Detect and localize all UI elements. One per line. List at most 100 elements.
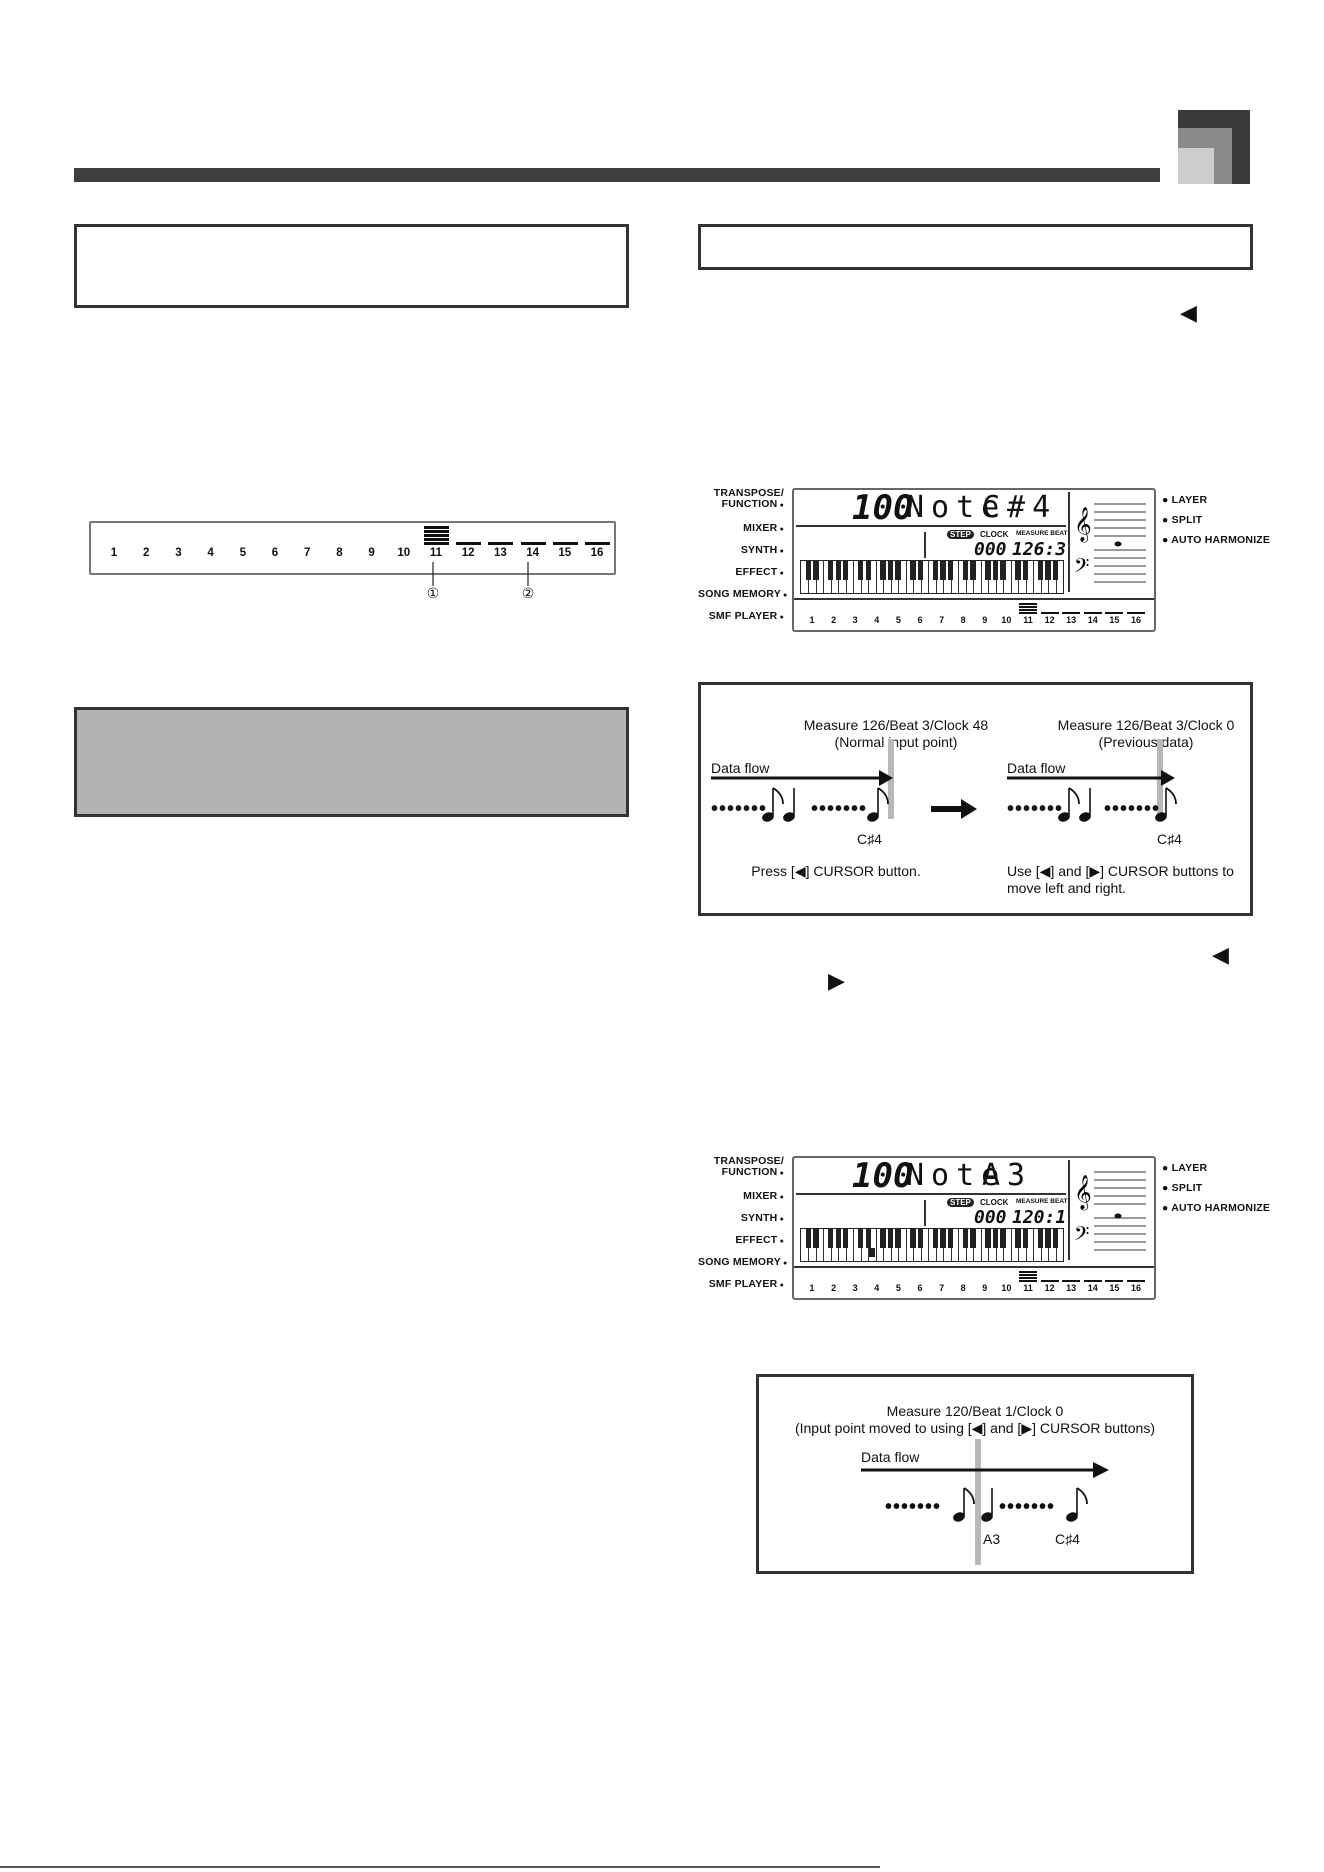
cursor-left-icon: ◀ <box>1180 300 1197 325</box>
lcd-right-label: ● LAYER <box>1162 1162 1208 1174</box>
level-bar-stack <box>424 526 449 529</box>
lcd-left-label: MIXER ● <box>743 522 784 534</box>
d2-flow-graphics <box>861 1439 1109 1565</box>
left-note-box <box>74 707 629 817</box>
lcd-left-label: TRANSPOSE/ FUNCTION ● <box>713 487 784 510</box>
lcd-channel-number: 12 <box>1044 1283 1055 1293</box>
level-bar-stack <box>424 538 449 541</box>
channel-number-9: 9 <box>368 547 375 559</box>
lcd-clock-value: 000 <box>974 539 1007 560</box>
d1-dots-c: ••••••• <box>1007 798 1064 820</box>
lcd-clock-value: 000 <box>974 1207 1007 1228</box>
lcd-channel-number: 7 <box>939 1283 945 1293</box>
lcd-display-2: TRANSPOSE/ FUNCTION ● MIXER ● SYNTH ● EF… <box>698 1154 1270 1304</box>
svg-text:𝄢: 𝄢 <box>1074 554 1089 582</box>
lcd-right-label: ● AUTO HARMONIZE <box>1162 1202 1271 1214</box>
lcd-staff: 𝄞𝄢 <box>1074 1171 1146 1251</box>
lcd-channel-number: 1 <box>809 1283 815 1293</box>
lcd-channel-number: 6 <box>917 1283 923 1293</box>
channel-number-7: 7 <box>303 547 311 559</box>
clock-label: CLOCK <box>980 1198 1009 1207</box>
lcd-channel-number: 15 <box>1109 1283 1120 1293</box>
lcd-left-label: EFFECT ● <box>735 1234 784 1246</box>
lcd-channel-number: 3 <box>852 615 858 625</box>
lcd-channel-number: 14 <box>1087 1283 1098 1293</box>
lcd-right-label: ● AUTO HARMONIZE <box>1162 534 1271 546</box>
level-bar-11 <box>424 542 449 545</box>
d1-dots-b: ••••••• <box>811 798 868 820</box>
right-heading-box <box>698 224 1253 270</box>
d2-subtitle: (Input point moved to using [◀] and [▶] … <box>794 1420 1156 1436</box>
lcd-channel-number: 5 <box>895 1283 901 1293</box>
lcd-right-label: ● LAYER <box>1162 494 1208 506</box>
lcd-left-label: TRANSPOSE/ FUNCTION ● <box>713 1155 784 1178</box>
lcd-right-label: ● SPLIT <box>1162 514 1203 526</box>
channel-number-3: 3 <box>175 547 182 559</box>
lcd-left-label: SMF PLAYER ● <box>708 1278 784 1290</box>
lcd-channel-number: 8 <box>960 615 966 625</box>
d1-data-flow-right: Data flow <box>1007 760 1066 776</box>
lcd-channel-number: 4 <box>874 1283 880 1293</box>
level-bar-12 <box>456 542 482 545</box>
lcd-channel-number: 10 <box>1001 1283 1012 1293</box>
d1-caption-left: Press [◀] CURSOR button. <box>751 863 921 879</box>
channel-number-13: 13 <box>493 547 507 559</box>
level-bar-stack <box>424 534 449 537</box>
channel-number-8: 8 <box>336 547 343 559</box>
lcd-right-label: ● SPLIT <box>1162 1182 1203 1194</box>
level-bar-13 <box>488 542 514 545</box>
lcd-channel-number: 13 <box>1066 615 1077 625</box>
lcd-channel-number: 15 <box>1109 615 1120 625</box>
clock-label: CLOCK <box>980 530 1009 539</box>
svg-text:𝄞: 𝄞 <box>1074 1175 1092 1211</box>
d1-left-title: Measure 126/Beat 3/Clock 48 <box>803 717 989 733</box>
d1-data-flow-left: Data flow <box>711 760 770 776</box>
lcd-keyboard <box>800 1228 1064 1262</box>
d1-caption-right-1: Use [◀] and [▶] CURSOR buttons to <box>1007 863 1234 879</box>
lcd-left-label: EFFECT ● <box>735 566 784 578</box>
channel-number-10: 10 <box>397 547 411 559</box>
corner-tab-light <box>1178 148 1214 184</box>
cursor-diagram-2: Measure 120/Beat 1/Clock 0 (Input point … <box>756 1374 1194 1574</box>
lcd-channel-number: 12 <box>1044 615 1055 625</box>
lcd-left-label: SYNTH ● <box>740 544 784 556</box>
channel-number-16: 16 <box>590 547 604 559</box>
lcd-channel-number: 1 <box>809 615 815 625</box>
d1-note-right: C♯4 <box>1157 831 1182 847</box>
lcd-channel-number: 2 <box>831 1283 837 1293</box>
step-badge: STEP <box>947 1198 974 1207</box>
d2-note-a3: A3 <box>983 1531 1001 1547</box>
d1-caption-right-2: move left and right. <box>1007 880 1127 896</box>
level-bar-stack <box>424 530 449 533</box>
callout-leaders <box>432 562 529 586</box>
lcd-channel-number: 5 <box>895 615 901 625</box>
lcd-channel-number: 10 <box>1001 615 1012 625</box>
level-bar-15 <box>552 542 578 545</box>
d1-flow-graphics <box>711 739 1177 822</box>
callout-2: ② <box>521 585 535 601</box>
lcd-channel-number: 7 <box>939 615 945 625</box>
d2-dots-b: ••••••• <box>999 1496 1056 1518</box>
channel-number-14: 14 <box>526 547 539 559</box>
lcd-measure-beat: 120:1 <box>1012 1207 1067 1228</box>
lcd-left-label: SYNTH ● <box>740 1212 784 1224</box>
cursor-left-icon-2: ◀ <box>1212 942 1229 967</box>
channel-number-15: 15 <box>558 547 572 559</box>
lcd-channel-number: 9 <box>982 1283 988 1293</box>
lcd-channel-number: 11 <box>1023 1283 1033 1293</box>
header-bar <box>74 168 1160 182</box>
cursor-diagram-1: Measure 126/Beat 3/Clock 48 (Normal inpu… <box>698 682 1253 916</box>
svg-text:𝄞: 𝄞 <box>1074 507 1092 543</box>
lcd-channel-number: 14 <box>1087 615 1098 625</box>
footer-rule <box>0 1866 880 1868</box>
cursor-right-icon: ▶ <box>828 968 845 993</box>
lcd-measure-beat: 126:3 <box>1012 539 1067 560</box>
d1-right-subtitle: (Previous data) <box>1098 734 1194 750</box>
channel-number-5: 5 <box>239 547 246 559</box>
lcd-note: A3 <box>982 1158 1033 1193</box>
lcd-channel-number: 9 <box>982 615 988 625</box>
lcd-note: C#4 <box>982 490 1058 525</box>
svg-text:𝄢: 𝄢 <box>1074 1222 1089 1250</box>
